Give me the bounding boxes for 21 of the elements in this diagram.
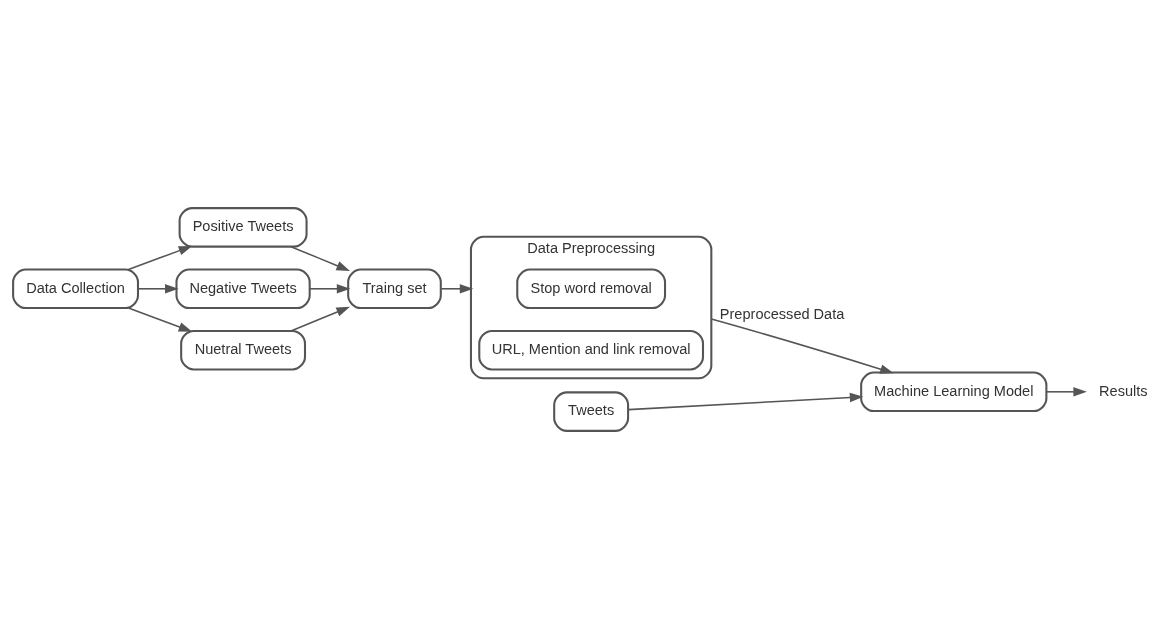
node-text: Results — [1099, 382, 1148, 399]
node-box: Machine Learning Model — [860, 371, 1048, 413]
arrow — [710, 318, 894, 374]
node-box: Nuetral Tweets — [180, 329, 307, 371]
arrow — [290, 245, 350, 271]
arrow — [627, 392, 864, 411]
arrow — [440, 284, 474, 294]
arrow — [290, 306, 350, 332]
arrow — [127, 307, 193, 332]
node-box: Data Collection — [12, 268, 140, 310]
node-box: URL, Mention and link removal — [478, 329, 705, 371]
arrow — [309, 284, 351, 294]
arrow — [1045, 387, 1087, 397]
node-box: Negative Tweets — [175, 268, 311, 310]
node-box: Traing set — [347, 268, 442, 310]
node-box: Stop word removal — [516, 268, 667, 310]
node-box: Positive Tweets — [178, 207, 308, 248]
arrow — [137, 284, 179, 294]
edge-label: Preprocessed Data — [719, 306, 845, 323]
node-box: Tweets — [553, 391, 630, 432]
arrow — [127, 245, 193, 271]
